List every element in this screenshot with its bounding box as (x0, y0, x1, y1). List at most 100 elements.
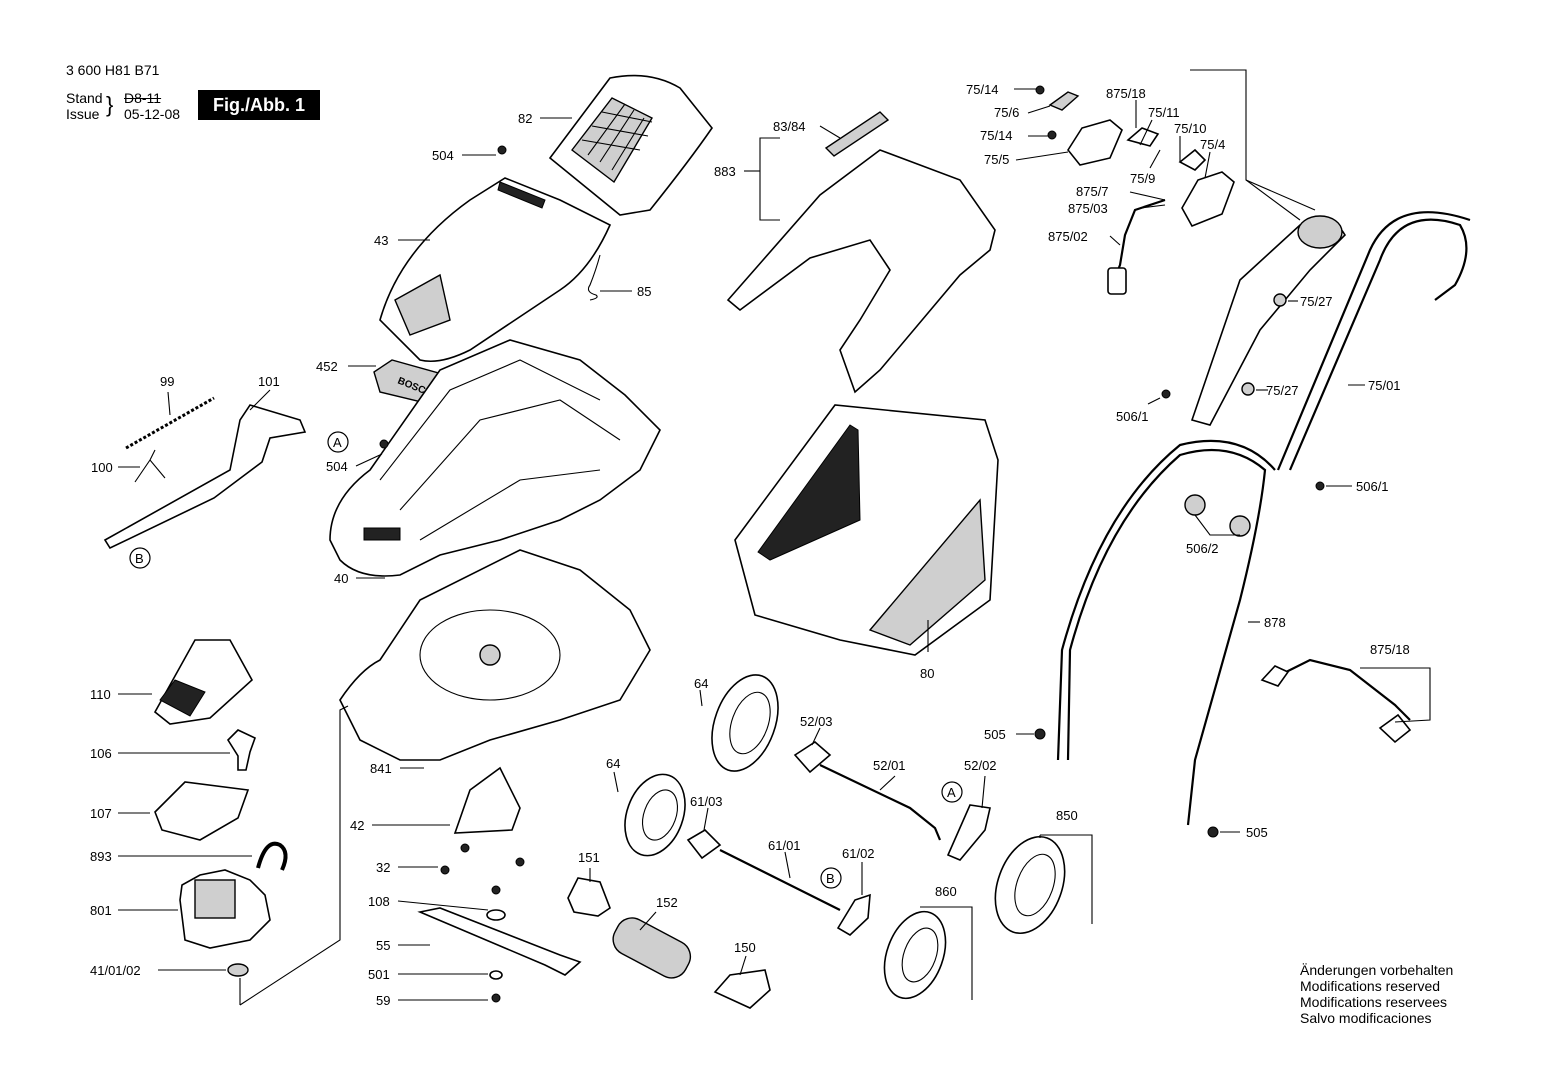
callout-61-02: 61/02 (842, 846, 875, 861)
callout-85: 85 (637, 284, 651, 299)
part-875-18-plug (1260, 665, 1290, 687)
leader-lines (118, 69, 1431, 1006)
part-32-screw (515, 857, 525, 867)
part-101-lever (103, 404, 307, 550)
figure-label: Fig./Abb. 1 (198, 90, 320, 120)
part-506-1-screw (1315, 481, 1325, 491)
part-42-chute (453, 766, 521, 834)
issue-label: Issue (66, 106, 100, 122)
marker-b-label: B (826, 871, 835, 886)
part-152-roller (612, 917, 692, 979)
part-505-screw (1207, 826, 1219, 838)
callout-75-4: 75/4 (1200, 137, 1225, 152)
part-64-wheel-rear-left (711, 674, 779, 772)
callout-55: 55 (376, 938, 390, 953)
callout-75-14: 75/14 (966, 82, 999, 97)
part-108-bolt (491, 885, 501, 895)
callout-61-03: 61/03 (690, 794, 723, 809)
callout-452: 452 (316, 359, 338, 374)
part-32-screw (440, 865, 450, 875)
part-75-4-cover (1181, 171, 1235, 228)
callout-43: 43 (374, 233, 388, 248)
callout-83-84: 83/84 (773, 119, 806, 134)
callout-850: 850 (1056, 808, 1078, 823)
marker-b-axle: B (820, 867, 842, 889)
part-43-cover (379, 177, 612, 363)
callout-42: 42 (350, 818, 364, 833)
part-841-deck (339, 549, 651, 761)
callout-41-01-02: 41/01/02 (90, 963, 141, 978)
callout-893: 893 (90, 849, 112, 864)
callout-32: 32 (376, 860, 390, 875)
part-75-27-nut (1241, 382, 1255, 396)
part-875-18-connector (1378, 713, 1412, 744)
callout-labels: 82 504 43 85 452 99 101 100 504 40 110 1… (90, 82, 1410, 1008)
marker-b-left: B (129, 547, 151, 569)
part-506-2-knob (1184, 494, 1206, 516)
callout-75-9: 75/9 (1130, 171, 1155, 186)
callout-875-18b: 875/18 (1370, 642, 1410, 657)
marker-a-label: A (333, 435, 342, 450)
part-875-18-cable (1279, 658, 1411, 721)
callout-75-01: 75/01 (1368, 378, 1401, 393)
callout-52-03: 52/03 (800, 714, 833, 729)
part-108-washer (486, 909, 506, 921)
part-850-wheel (994, 835, 1066, 935)
stand-label: Stand (66, 90, 103, 106)
part-40-housing (329, 339, 661, 577)
part-41-01-02-washer (227, 963, 249, 977)
part-75-14-screw (1047, 130, 1057, 140)
part-106-switch (226, 729, 256, 771)
part-82-lid (548, 74, 713, 216)
callout-75-6: 75/6 (994, 105, 1019, 120)
note-fr: Modifications reservees (1300, 994, 1448, 1010)
part-59-screw (491, 993, 501, 1003)
callout-100: 100 (91, 460, 113, 475)
marker-b-label: B (135, 551, 144, 566)
part-875-02-connector (1107, 267, 1127, 295)
part-151-holder (567, 877, 611, 917)
note-es: Salvo modificaciones (1300, 1010, 1432, 1026)
part-55-blade (417, 907, 582, 976)
callout-506-2: 506/2 (1186, 541, 1219, 556)
part-504-screw (497, 145, 507, 155)
part-75-01-handle-upper (1288, 218, 1468, 471)
callout-883: 883 (714, 164, 736, 179)
callout-875-18: 875/18 (1106, 86, 1146, 101)
part-64-wheel-front-left (624, 773, 686, 857)
callout-506-1b: 506/1 (1356, 479, 1389, 494)
marker-a-top: A (327, 431, 349, 453)
callout-150: 150 (734, 940, 756, 955)
callout-40: 40 (334, 571, 348, 586)
marker-a-label: A (947, 785, 956, 800)
callout-75-10: 75/10 (1174, 121, 1207, 136)
callout-61-01: 61/01 (768, 838, 801, 853)
part-61-01-axle (719, 849, 841, 911)
part-75-5-switch-body (1067, 119, 1123, 166)
part-52-02-bracket (946, 804, 991, 861)
callout-59: 59 (376, 993, 390, 1008)
part-110-cover (153, 639, 254, 725)
stand-value: D8-11 (124, 90, 162, 106)
callout-75-14b: 75/14 (980, 128, 1013, 143)
part-83-84-handle (824, 111, 890, 157)
callout-152: 152 (656, 895, 678, 910)
part-883-box-top (726, 149, 996, 394)
part-501-washer (489, 970, 503, 980)
callout-841: 841 (370, 761, 392, 776)
callout-505b: 505 (1246, 825, 1268, 840)
callout-504: 504 (432, 148, 454, 163)
callout-505: 505 (984, 727, 1006, 742)
part-878-handle-lower (1066, 448, 1267, 826)
part-150-cap (713, 969, 771, 1009)
callout-506-1: 506/1 (1116, 409, 1149, 424)
part-506-2-knob (1229, 515, 1251, 537)
part-61-02-bracket (836, 893, 871, 936)
callout-52-02: 52/02 (964, 758, 997, 773)
callout-501: 501 (368, 967, 390, 982)
callout-75-27b: 75/27 (1266, 383, 1299, 398)
callout-80: 80 (920, 666, 934, 681)
part-75-10-plug (1178, 148, 1207, 171)
callout-110: 110 (90, 687, 111, 702)
callout-107: 107 (90, 806, 112, 821)
